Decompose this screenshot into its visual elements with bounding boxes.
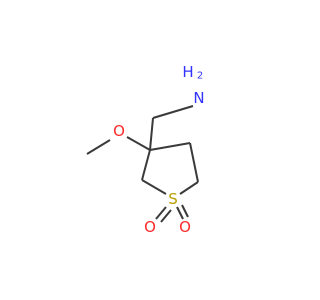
bond-o-ch3: [86, 139, 111, 155]
structure-svg: H 2 N O S O O: [86, 63, 205, 236]
bond-c3-o: [126, 136, 151, 151]
bond-ch2-c3: [149, 117, 154, 151]
bond-c2-c3: [141, 149, 151, 181]
bonds: [86, 105, 199, 223]
bond-n-ch2: [152, 105, 194, 119]
methoxy-o-label: O: [113, 122, 125, 140]
bond-s-o-right-b: [181, 204, 189, 218]
bond-c3-c4: [149, 142, 191, 151]
molecule-diagram: H 2 N O S O O: [86, 63, 205, 236]
bond-c4-c5: [189, 142, 199, 183]
bond-s-c2: [141, 179, 167, 195]
bond-s-o-left-a: [155, 206, 167, 220]
atom-labels: H 2 N O S O O: [113, 63, 205, 236]
sulfonyl-o-left-label: O: [144, 218, 156, 236]
sulfur-label: S: [168, 190, 178, 208]
bond-c5-s: [179, 181, 199, 195]
amine-h2-label: H: [182, 63, 193, 81]
bond-s-o-right-a: [176, 206, 184, 220]
sulfonyl-o-right-label: O: [179, 218, 191, 236]
amine-n-label: N: [193, 89, 204, 107]
amine-h2-subscript: 2: [197, 71, 203, 82]
bond-s-o-left-b: [160, 209, 172, 223]
